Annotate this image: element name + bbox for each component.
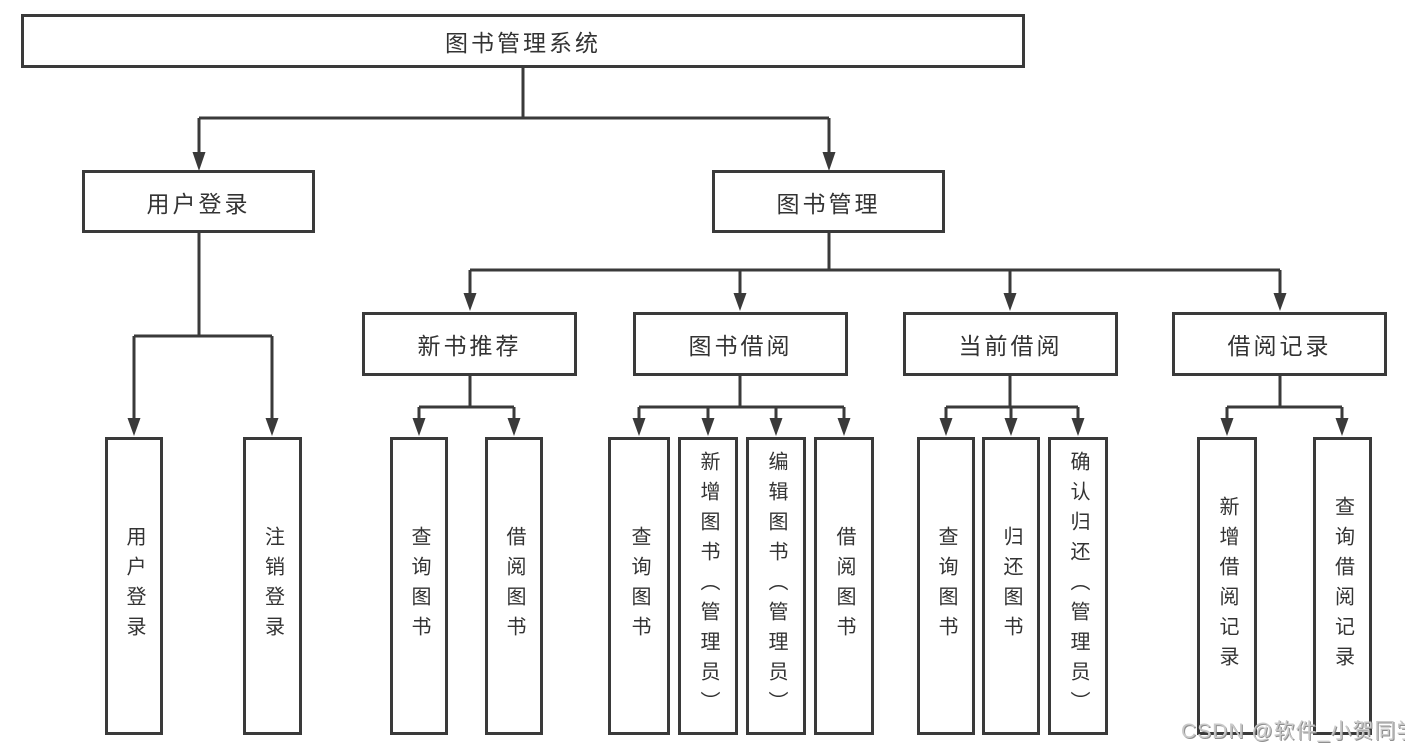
arrowheads <box>127 152 1349 436</box>
node-leaf-query-books-current-label: 查询图书 <box>935 526 957 646</box>
node-leaf-query-books-recommend: 查询图书 <box>390 437 448 735</box>
connector-currentborrow-children <box>944 376 1080 421</box>
node-borrowing-records: 借阅记录 <box>1172 312 1387 376</box>
connector-bookborrow-children <box>637 376 846 421</box>
node-library-management-system: 图书管理系统 <box>21 14 1025 68</box>
node-leaf-edit-book-admin-label: 编辑图书（管理员） <box>765 451 787 721</box>
node-leaf-borrow-books-recommend: 借阅图书 <box>485 437 543 735</box>
node-leaf-user-login-label: 用户登录 <box>123 526 145 646</box>
node-current-borrowing: 当前借阅 <box>903 312 1118 376</box>
node-leaf-add-borrow-record-label: 新增借阅记录 <box>1216 496 1238 676</box>
node-library-management-system-label: 图书管理系统 <box>445 30 601 56</box>
node-leaf-query-books-borrowing-label: 查询图书 <box>628 526 650 646</box>
node-new-book-recommend-label: 新书推荐 <box>417 333 522 359</box>
node-leaf-query-borrow-record-label: 查询借阅记录 <box>1331 496 1354 676</box>
node-leaf-borrow-books-recommend-label: 借阅图书 <box>503 526 525 646</box>
node-leaf-query-borrow-record: 查询借阅记录 <box>1313 437 1372 735</box>
node-leaf-query-books-recommend-label: 查询图书 <box>408 526 430 646</box>
node-leaf-borrow-books: 借阅图书 <box>814 437 874 735</box>
node-user-login-label: 用户登录 <box>146 190 251 217</box>
connector-book-mgmt-to-level3 <box>468 232 1282 297</box>
node-leaf-confirm-return-admin: 确认归还（管理员） <box>1048 437 1108 735</box>
node-leaf-add-borrow-record: 新增借阅记录 <box>1197 437 1257 735</box>
connector-root-to-level2 <box>197 67 831 156</box>
node-user-login: 用户登录 <box>82 170 315 233</box>
node-book-management: 图书管理 <box>712 170 945 233</box>
node-book-borrowing: 图书借阅 <box>633 312 848 376</box>
node-leaf-return-books: 归还图书 <box>982 437 1040 735</box>
connector-newbook-children <box>417 376 516 421</box>
node-leaf-add-book-admin-label: 新增图书（管理员） <box>697 451 719 721</box>
node-book-management-label: 图书管理 <box>776 190 881 217</box>
node-current-borrowing-label: 当前借阅 <box>958 333 1063 359</box>
node-leaf-query-books-borrowing: 查询图书 <box>608 437 670 735</box>
node-leaf-add-book-admin: 新增图书（管理员） <box>678 437 738 735</box>
connector-records-children <box>1225 376 1344 421</box>
node-leaf-borrow-books-label: 借阅图书 <box>833 526 855 646</box>
node-leaf-edit-book-admin: 编辑图书（管理员） <box>746 437 806 735</box>
node-book-borrowing-label: 图书借阅 <box>688 333 793 359</box>
node-leaf-query-books-current: 查询图书 <box>917 437 975 735</box>
connector-user-login-children <box>132 232 274 421</box>
node-leaf-return-books-label: 归还图书 <box>1000 526 1022 646</box>
node-leaf-logout-label: 注销登录 <box>261 526 284 646</box>
watermark: CSDN @软件_小贺同学 <box>1181 720 1405 743</box>
node-leaf-logout: 注销登录 <box>243 437 302 735</box>
node-new-book-recommend: 新书推荐 <box>362 312 577 376</box>
node-borrowing-records-label: 借阅记录 <box>1227 333 1332 359</box>
node-leaf-confirm-return-admin-label: 确认归还（管理员） <box>1067 451 1089 721</box>
node-leaf-user-login: 用户登录 <box>105 437 163 735</box>
